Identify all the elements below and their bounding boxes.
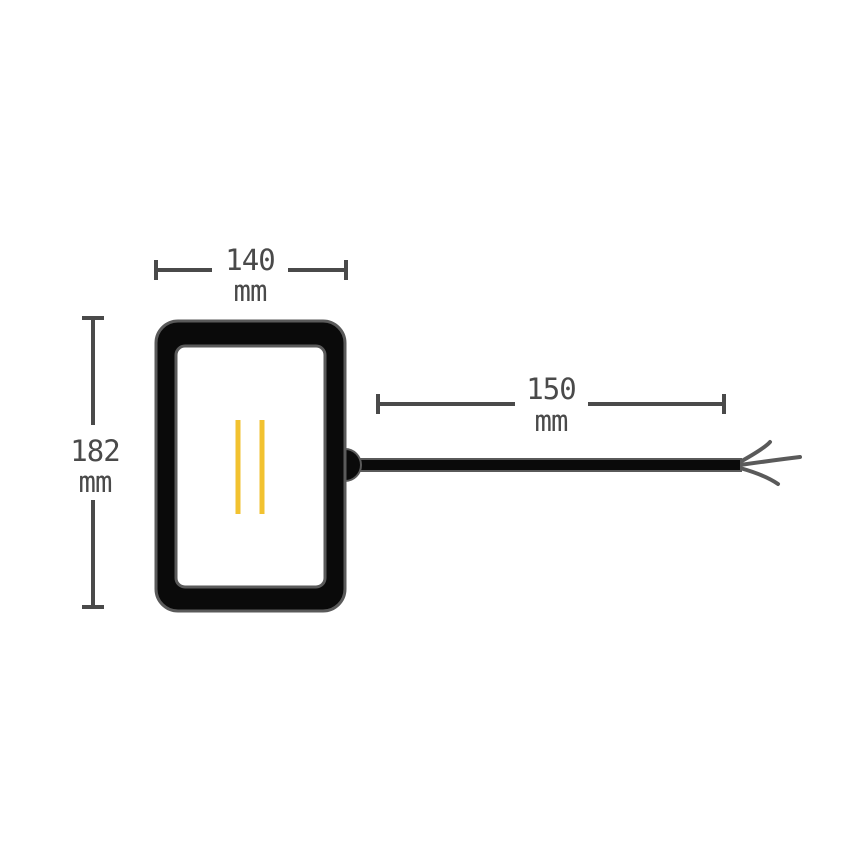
height-value: 182 — [70, 434, 119, 468]
width-value: 140 — [225, 243, 274, 277]
cable — [344, 440, 802, 486]
floodlight-body — [154, 319, 347, 613]
cable-gland — [344, 447, 362, 483]
cable-dimension: 150 mm — [376, 372, 726, 438]
cable-value: 150 — [526, 372, 575, 406]
width-dimension: 140 mm — [154, 243, 348, 308]
height-dimension: 182 mm — [70, 316, 121, 609]
height-unit: mm — [79, 465, 112, 499]
lens — [174, 344, 327, 589]
cable-unit: mm — [535, 404, 568, 438]
width-unit: mm — [234, 274, 267, 308]
